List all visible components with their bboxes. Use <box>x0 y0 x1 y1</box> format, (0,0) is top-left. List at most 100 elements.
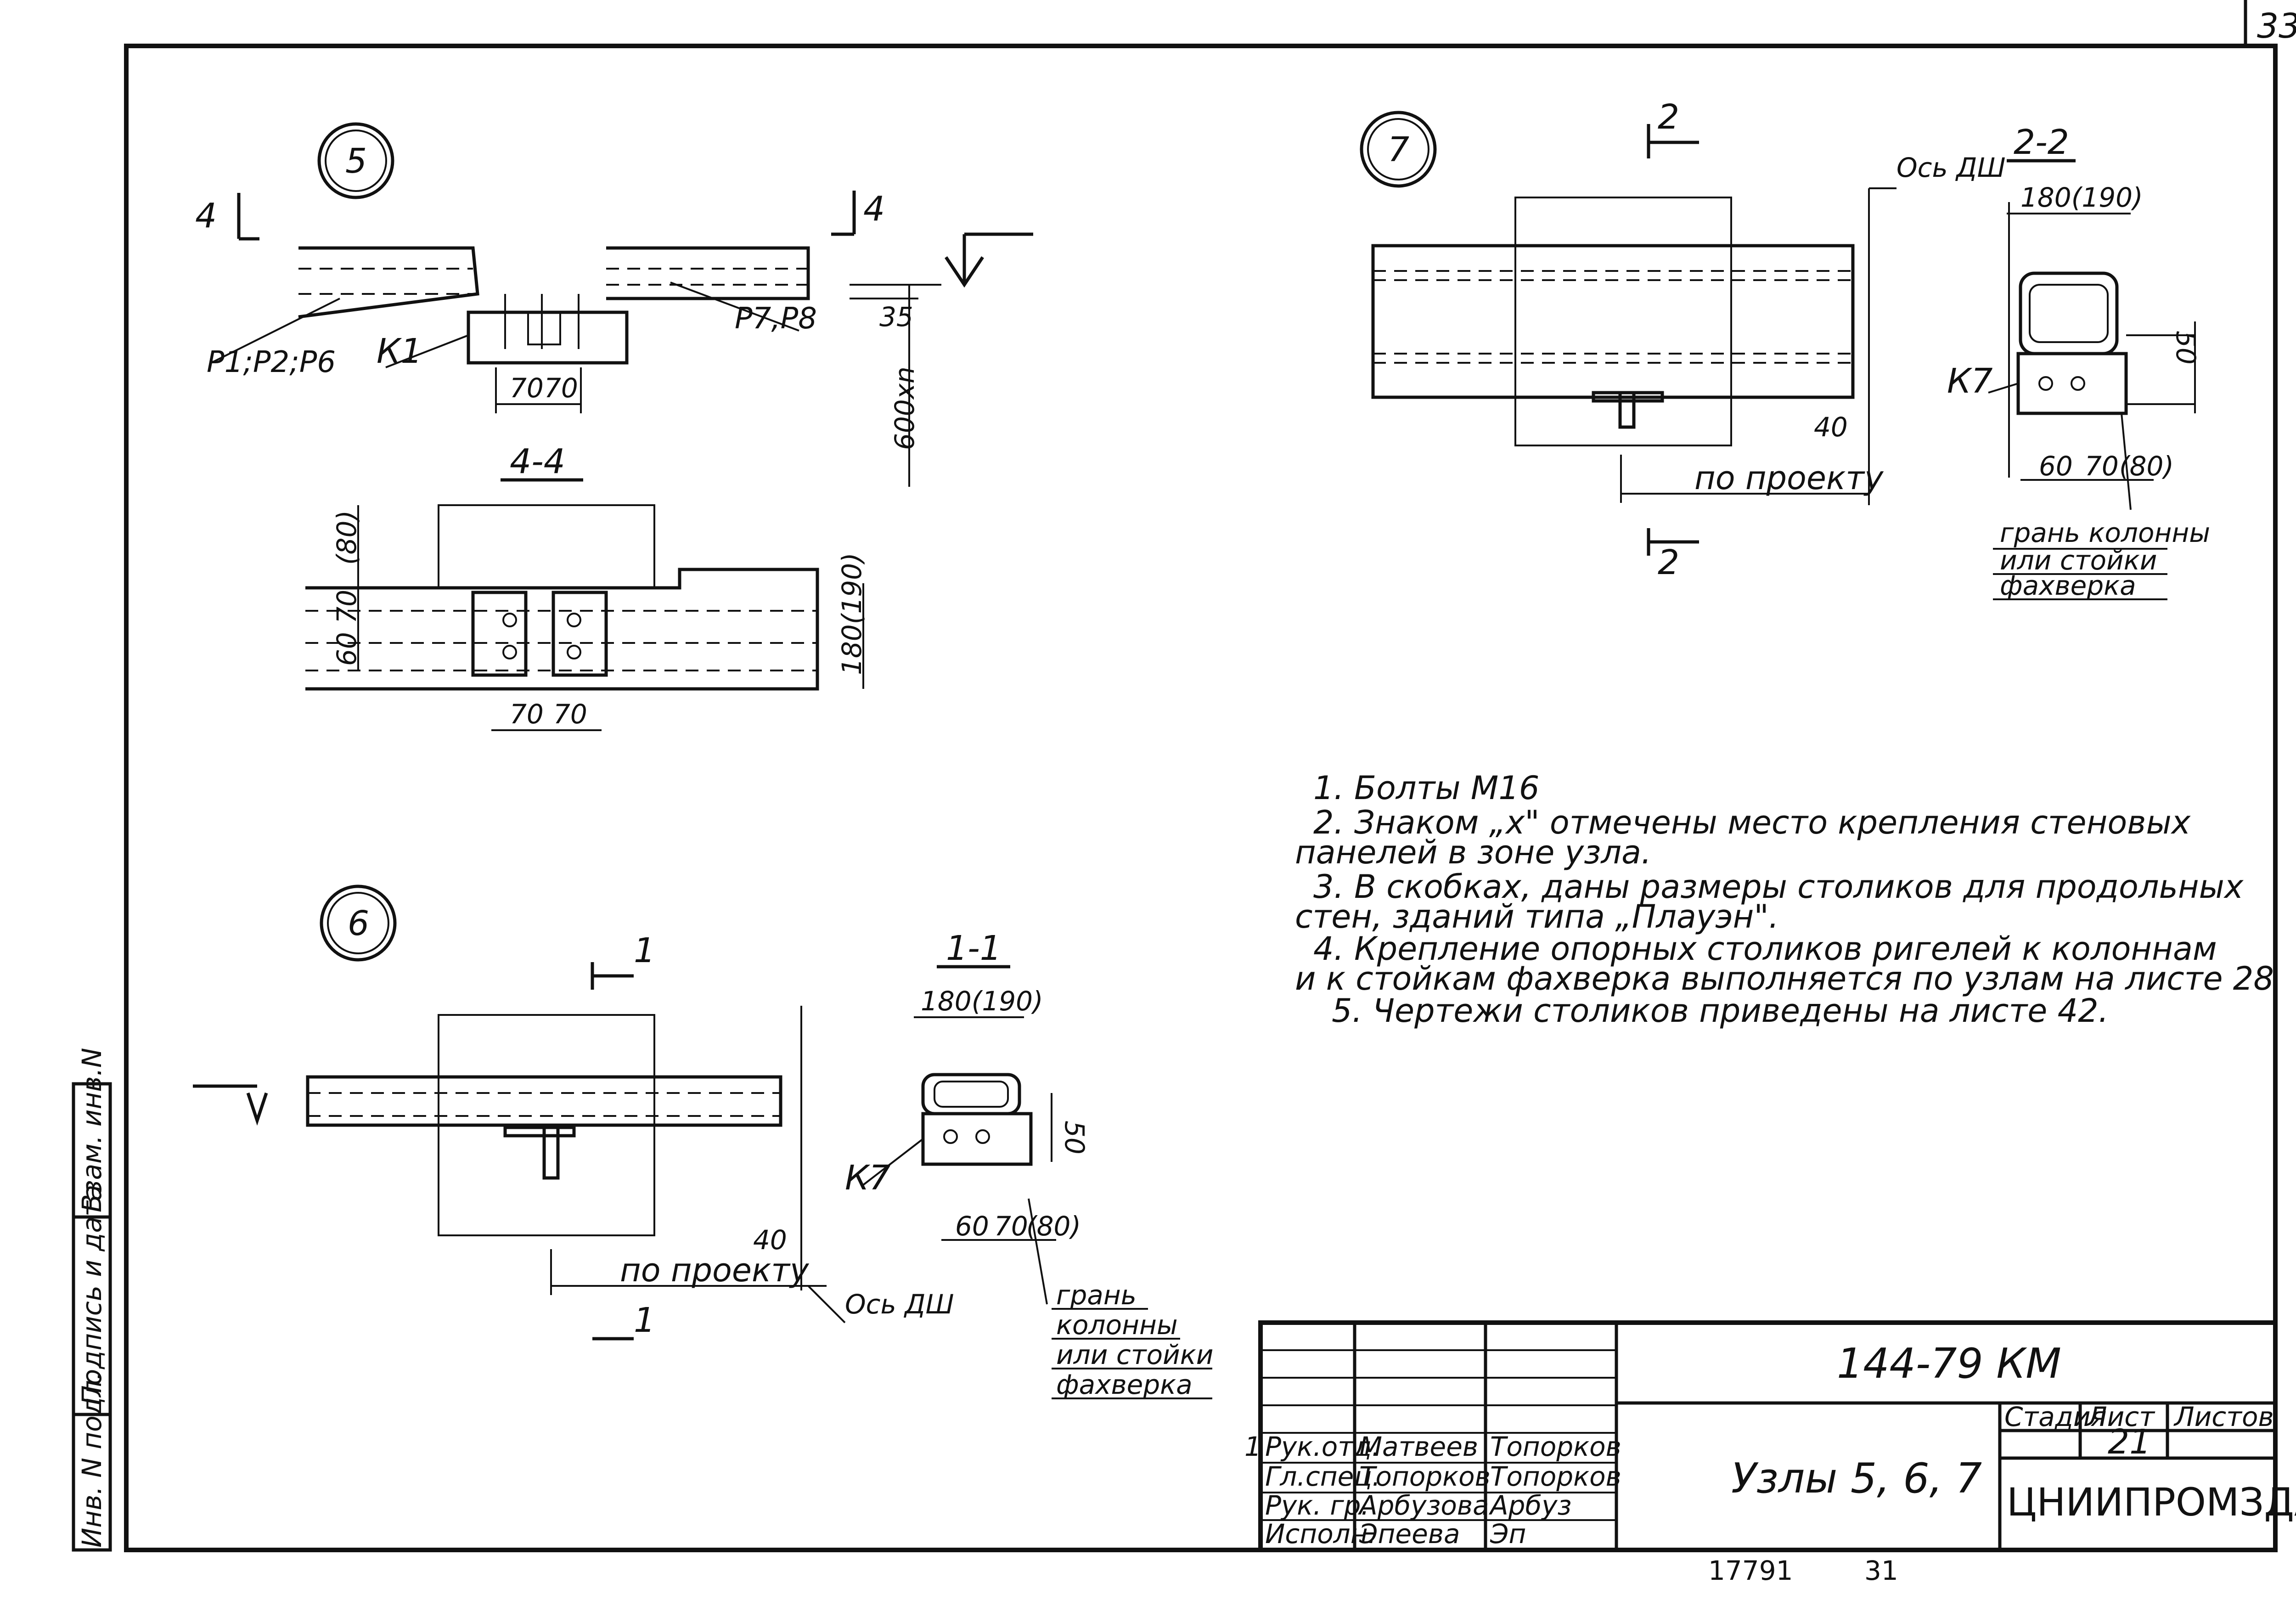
section-2-2-face-1: грань колонны <box>2000 517 2210 548</box>
role-2-name: Топорков <box>1359 1461 1491 1492</box>
page-number: 33 <box>2257 6 2296 46</box>
title-sheet-title: Узлы 5, 6, 7 <box>1731 1454 1982 1503</box>
notes: 1. Болты М16 2. Знаком „х" отмечены мест… <box>1295 769 2274 1030</box>
side-stamp-inv: Инв. N подл. <box>76 1372 107 1548</box>
side-stamp: Инв. N подл. Подпись и дата Взам. инв.N <box>72 1048 112 1552</box>
role-1-name: Матвеев <box>1359 1431 1478 1462</box>
node7-beam <box>1371 244 1855 399</box>
sheet-frame <box>124 0 2278 1552</box>
node5-number-circle <box>317 122 394 199</box>
node5-table-k1 <box>467 310 629 365</box>
section-4-4-dim-70d: 70 <box>553 699 587 730</box>
section-1-1-profile <box>921 1073 1021 1116</box>
node5-part-right: Р7,Р8 <box>735 302 817 336</box>
node7-dim-design: по проекту <box>1694 459 1884 497</box>
node7-number-circle <box>1360 111 1437 188</box>
title-sheet-value: 21 <box>2108 1422 2151 1462</box>
node5-part-left: Р1;Р2;Р6 <box>207 345 336 379</box>
footer-page: 31 <box>1864 1555 1898 1586</box>
role-2: Гл.спец. <box>1265 1461 1380 1492</box>
role-3-sign: Арбуз <box>1488 1490 1571 1521</box>
role-4-sign: Эп <box>1490 1518 1526 1549</box>
section-4-4-dim-80: (80) <box>331 510 362 565</box>
node5-view: 5 4 4 Р1;Р2;Р6 К1 Р7,Р8 70 70 <box>195 122 1033 487</box>
node7-view: 7 2 2 Ось ДШ 40 по проекту <box>1360 97 2006 582</box>
section-2-2: 2-2 180(190) 50 К7 60 70 (80) грань коло… <box>1947 123 2210 601</box>
node7-cut-bottom: 2 <box>1658 543 1679 582</box>
note-4: 4. Крепление опорных столиков ригелей к … <box>1313 930 2217 968</box>
title-sheets-label: Листов <box>2173 1401 2274 1432</box>
section-1-1: 1-1 180(190) 50 К7 60 70 (80) грань коло… <box>845 929 1213 1400</box>
section-2-2-dim-50: 50 <box>2170 331 2201 365</box>
section-1-1-table-label: К7 <box>845 1158 891 1198</box>
node5-cut-right: 4 <box>863 189 885 229</box>
title-stage-label: Стадия <box>2004 1401 2107 1432</box>
side-stamp-replace: Взам. инв.N <box>76 1048 107 1212</box>
role-4: Исполн. <box>1265 1518 1376 1549</box>
node6-number: 6 <box>348 904 369 943</box>
section-4-4-dim-60-70: 60 70 <box>331 590 362 666</box>
node6-axis-label: Ось ДШ <box>845 1289 954 1320</box>
note-5: 5. Чертежи столиков приведены на листе 4… <box>1332 992 2109 1030</box>
title-project-code: 144-79 КМ <box>1837 1340 2061 1388</box>
node6-cut-top: 1 <box>634 931 655 970</box>
role-3: Рук. гр. <box>1265 1490 1369 1521</box>
section-2-2-dim-180: 180(190) <box>2020 182 2143 213</box>
section-1-1-face-1: грань <box>1056 1279 1137 1311</box>
node6-number-circle <box>320 885 397 962</box>
title-sheet-label: Лист <box>2086 1401 2155 1432</box>
section-4-4-plate-left <box>471 591 528 677</box>
node7-number: 7 <box>1388 130 1409 169</box>
section-4-4-beam <box>305 568 819 691</box>
section-1-1-title: 1-1 <box>946 929 1002 968</box>
section-4-4-plate-right <box>551 591 608 677</box>
side-stamp-sign: Подпись и дата <box>76 1185 107 1405</box>
section-1-1-dim-50: 50 <box>1059 1121 1090 1155</box>
section-2-2-title: 2-2 <box>2014 123 2069 162</box>
node6-view: 6 1 1 40 по проекту Ось ДШ <box>193 885 954 1341</box>
node5-number: 5 <box>345 141 367 181</box>
section-1-1-face-4: фахверка <box>1056 1369 1193 1400</box>
node5-table-label: К1 <box>377 332 422 371</box>
node5-dim-600n: 600хn <box>889 366 920 450</box>
section-4-4: 4-4 (80) 60 70 180(190) 70 70 <box>305 442 867 731</box>
node5-cut-left: 4 <box>195 196 217 236</box>
section-4-4-dim-180: 180(190) <box>836 552 867 675</box>
note-3: 3. В скобках, даны размеры столиков для … <box>1313 868 2244 906</box>
footer-number: 17791 <box>1708 1555 1793 1586</box>
node7-cut-top: 2 <box>1658 97 1679 137</box>
role-1: Рук.отд. <box>1265 1431 1380 1462</box>
section-2-2-dim-70: 70 <box>2085 451 2119 482</box>
note-1: 1. Болты М16 <box>1313 769 1539 807</box>
node5-dim-70a: 70 <box>510 372 544 404</box>
section-2-2-face-2: или стойки <box>2000 545 2157 576</box>
node6-cut-bottom: 1 <box>634 1301 655 1340</box>
role-4-name: Эпеева <box>1359 1518 1460 1549</box>
node6-beam <box>306 1075 782 1127</box>
section-4-4-title: 4-4 <box>510 442 565 481</box>
note-4-cont: и к стойкам фахверка выполняется по узла… <box>1295 960 2274 997</box>
section-1-1-face-2: колонны <box>1056 1309 1178 1341</box>
section-4-4-dim-70c: 70 <box>510 699 544 730</box>
note-2: 2. Знаком „х" отмечены место крепления с… <box>1313 804 2191 841</box>
note-3-cont: стен, зданий типа „Плауэн". <box>1295 898 1779 935</box>
section-1-1-face-3: или стойки <box>1056 1339 1213 1370</box>
role-2-sign: Топорков <box>1490 1461 1621 1492</box>
role-1-sign: Топорков <box>1490 1431 1621 1462</box>
node5-beam-right <box>606 246 810 300</box>
node7-axis-label: Ось ДШ <box>1896 152 2006 183</box>
section-1-1-dim-180: 180(190) <box>921 986 1043 1017</box>
section-2-2-dim-60: 60 <box>2039 451 2073 482</box>
section-2-2-face-3: фахверка <box>2000 570 2136 601</box>
node7-dim-40: 40 <box>1814 411 1848 443</box>
section-2-2-table-label: К7 <box>1947 361 1993 401</box>
node5-dim-70b: 70 <box>544 372 578 404</box>
role-3-name: Арбузова <box>1357 1490 1489 1521</box>
section-1-1-dim-70: 70 <box>994 1211 1028 1242</box>
node5-beam-left <box>298 246 479 319</box>
title-mark: 1 <box>1244 1431 1261 1462</box>
title-block: 144-79 КМ Узлы 5, 6, 7 Стадия Лист Листо… <box>1244 1320 2296 1552</box>
node6-dim-design: по проекту <box>620 1251 810 1289</box>
node6-dim-40: 40 <box>753 1224 787 1256</box>
section-1-1-dim-60: 60 <box>955 1211 989 1242</box>
